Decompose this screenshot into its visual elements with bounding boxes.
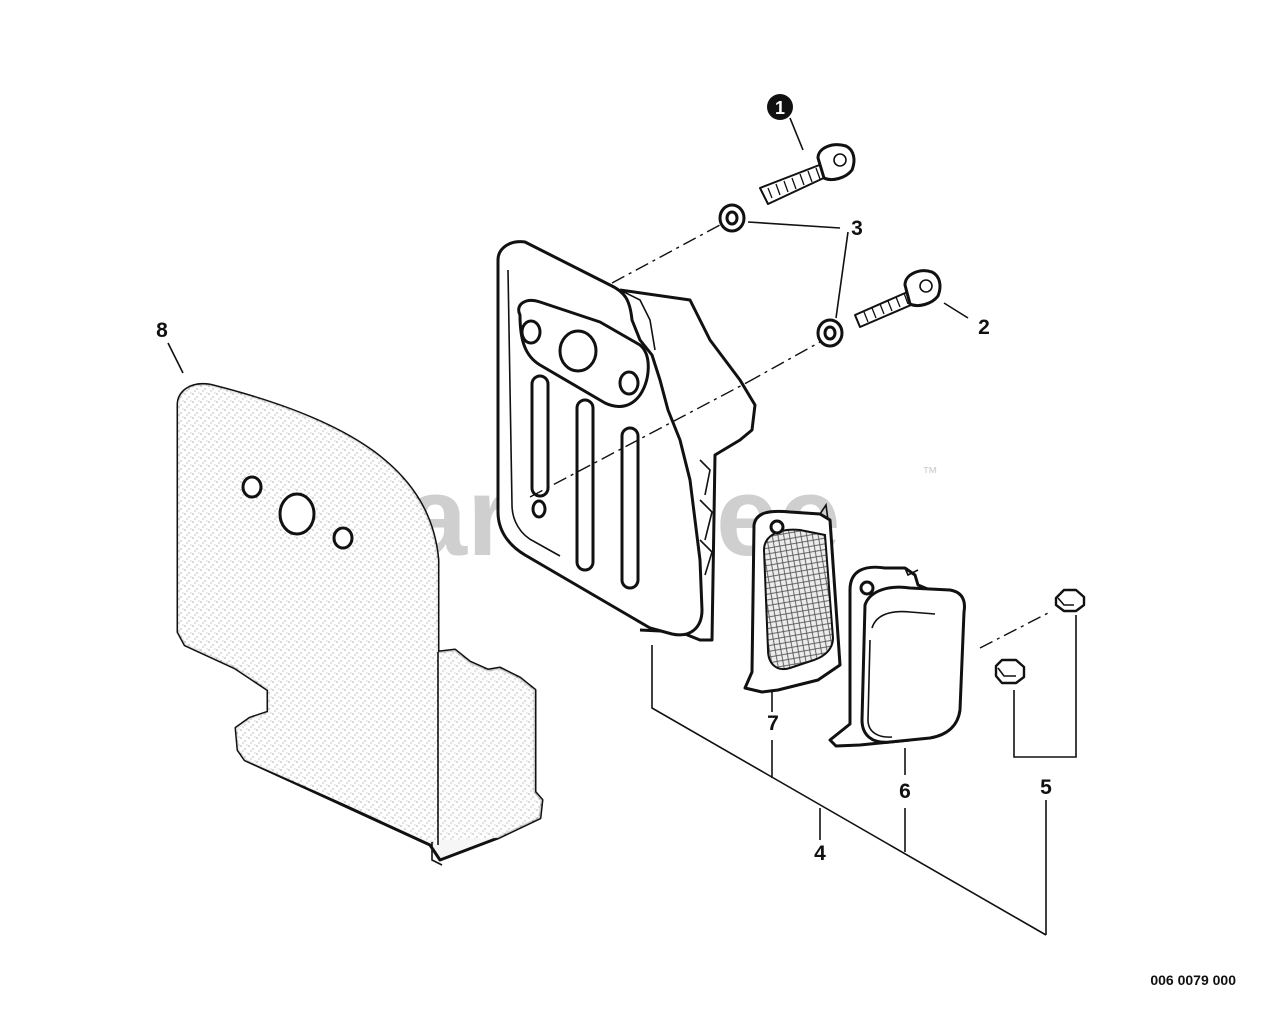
callout-4: 4: [814, 842, 826, 865]
callout-3: 3: [851, 217, 863, 240]
part-1-bolt: [759, 143, 856, 205]
part-7-spark-arrester-screen: [743, 502, 842, 694]
callout-1-label: 1: [775, 98, 785, 118]
callout-6: 6: [899, 780, 911, 803]
part-3-washers: [718, 203, 844, 348]
callout-5: 5: [1040, 776, 1052, 799]
shield-left-hole: [241, 475, 263, 499]
shield-right-hole: [332, 526, 354, 550]
leader-lines: [167, 117, 1077, 936]
watermark-trademark: ™: [922, 465, 938, 482]
assembly-centerlines: [529, 224, 1051, 649]
callout-8: 8: [156, 319, 168, 342]
part-6-muffler-cover: [828, 565, 966, 748]
part-4-muffler-body: [496, 240, 757, 642]
shield-center-hole: [278, 492, 316, 536]
callout-1: 1: [767, 94, 793, 120]
reference-number: 006 0079 000: [1150, 972, 1236, 988]
callout-2: 2: [978, 316, 990, 339]
callout-7: 7: [767, 712, 779, 735]
part-5-screws: [994, 588, 1086, 685]
part-8-heat-shield: [176, 382, 544, 866]
part-2-bolt: [854, 269, 942, 328]
